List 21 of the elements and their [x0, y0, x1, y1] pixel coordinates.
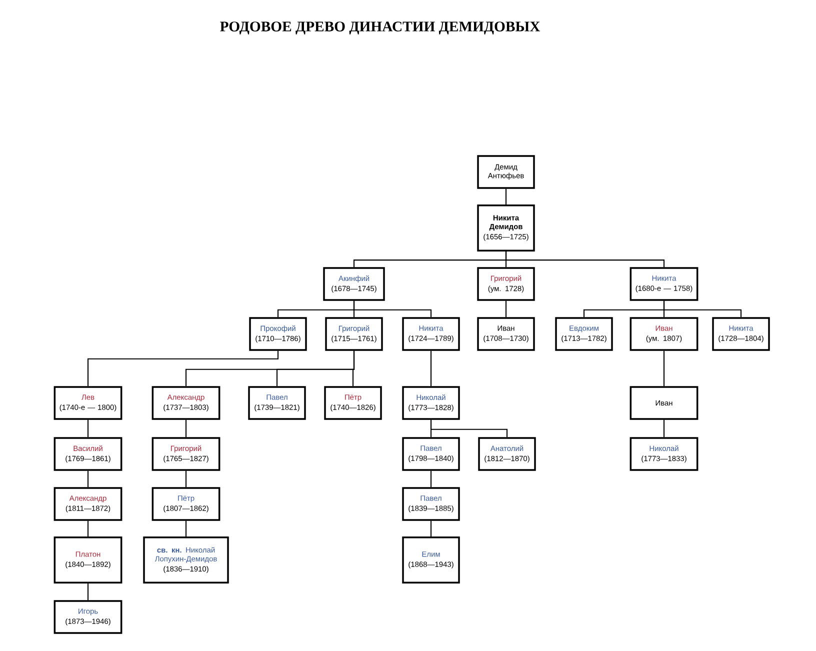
connector-line — [430, 520, 432, 536]
connector-line — [430, 350, 432, 386]
connector-line — [430, 470, 432, 488]
connector-line — [185, 520, 187, 536]
connector-line — [185, 420, 187, 438]
connector-line — [663, 300, 742, 318]
title: РОДОВОЕ ДРЕВО ДИНАСТИИ ДЕМИДОВЫХ — [220, 22, 540, 34]
connector-line — [185, 470, 187, 488]
connector-line — [663, 420, 665, 438]
connector-line — [87, 584, 89, 600]
connector-line — [353, 300, 432, 318]
connector-line — [87, 470, 89, 488]
connector-line — [505, 188, 507, 204]
connector-line — [87, 520, 89, 536]
connector-line — [505, 300, 507, 318]
connector-line — [430, 420, 508, 438]
connector-line — [87, 350, 279, 386]
connector-line — [352, 350, 355, 386]
connector-line — [663, 350, 665, 386]
connector-line — [87, 420, 89, 438]
connector-line — [505, 252, 665, 268]
